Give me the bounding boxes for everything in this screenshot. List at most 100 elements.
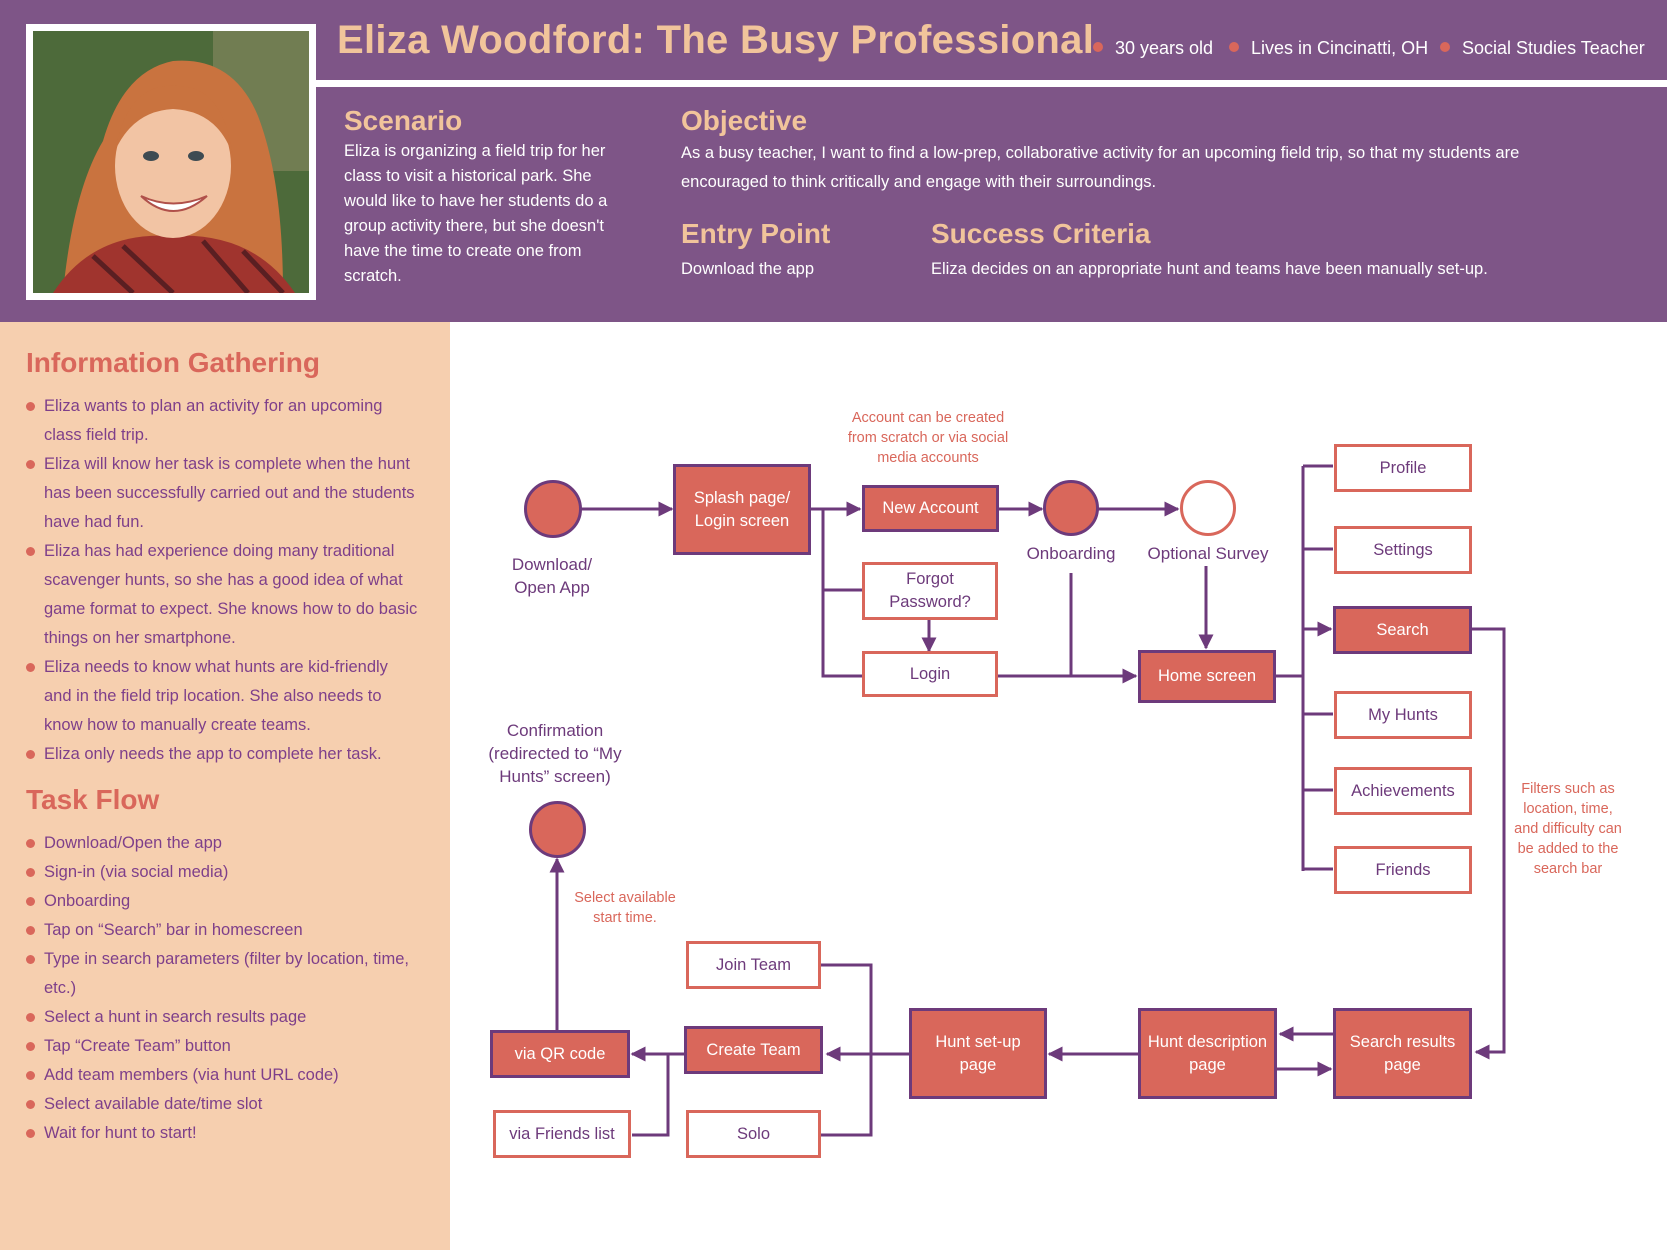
list-item-line: Eliza will know her task is complete whe… xyxy=(44,455,410,473)
scenario-line: class to visit a historical park. She xyxy=(344,167,592,185)
note-line: start time. xyxy=(593,910,657,926)
task-flow-item: Wait for hunt to start! xyxy=(26,1119,436,1148)
box-label: My Hunts xyxy=(1368,705,1438,724)
optional-survey-node xyxy=(1180,480,1236,536)
solo-box[interactable]: Solo xyxy=(686,1110,821,1158)
bullet-dot xyxy=(1440,42,1450,53)
list-item-line: Type in search parameters (filter by loc… xyxy=(44,950,409,968)
box-line: page xyxy=(1384,1055,1421,1074)
list-item-line: Eliza has had experience doing many trad… xyxy=(44,542,395,560)
list-item-line: have had fun. xyxy=(44,513,144,531)
box-label: Friends xyxy=(1375,860,1431,879)
list-item-line: Select available date/time slot xyxy=(44,1095,263,1113)
filters-note: Filters such as location, time, and diff… xyxy=(1508,779,1628,879)
friends-box[interactable]: Friends xyxy=(1334,846,1472,894)
entry-point-text: Download the app xyxy=(681,260,815,278)
via-friends-list-box[interactable]: via Friends list xyxy=(493,1110,631,1158)
list-item-line: has been successfully carried out and th… xyxy=(44,484,415,502)
box-label: Login xyxy=(909,664,951,683)
task-flow-item: Download/Open the app xyxy=(26,829,436,858)
information-gathering-item: Eliza wants to plan an activity for an u… xyxy=(26,392,436,450)
scenario-line: group activity there, but she doesn't xyxy=(344,217,604,235)
task-flow-item: Tap on “Search” bar in homescreen xyxy=(26,916,436,945)
objective-line: encouraged to think critically and engag… xyxy=(681,173,1157,191)
box-label: Profile xyxy=(1379,458,1427,477)
persona-photo xyxy=(33,31,309,293)
task-flow-item: Add team members (via hunt URL code) xyxy=(26,1061,436,1090)
box-label: Achievements xyxy=(1351,781,1455,800)
my-hunts-box[interactable]: My Hunts xyxy=(1334,691,1472,739)
information-gathering-item: Eliza has had experience doing many trad… xyxy=(26,537,436,653)
box-line: page xyxy=(1189,1055,1226,1074)
list-item-line: Tap “Create Team” button xyxy=(44,1037,231,1055)
line-friends-createteam xyxy=(632,1054,670,1137)
box-line: Login screen xyxy=(694,511,790,530)
login-box[interactable]: Login xyxy=(862,651,998,697)
confirmation-label: Confirmation (redirected to “My Hunts” s… xyxy=(472,719,638,788)
splash-login-box[interactable]: Splash page/Login screen xyxy=(673,464,811,555)
list-item-line: know how to manually create teams. xyxy=(44,716,311,734)
settings-box[interactable]: Settings xyxy=(1334,526,1472,574)
bracket-team-options xyxy=(821,963,873,1137)
note-line: location, time, xyxy=(1523,801,1613,817)
box-line: page xyxy=(959,1055,997,1074)
box-line: Hunt set-up xyxy=(935,1032,1021,1051)
box-line: Forgot xyxy=(906,570,954,588)
success-criteria-heading: Success Criteria xyxy=(931,218,1151,249)
label-line: Download/ xyxy=(511,555,593,574)
scenario-line: Eliza is organizing a field trip for her xyxy=(344,142,606,160)
box-line: Search results xyxy=(1349,1032,1456,1051)
header-divider xyxy=(300,80,1667,87)
note-line: Account can be created xyxy=(851,410,1005,426)
hunt-setup-box[interactable]: Hunt set-up page xyxy=(909,1008,1047,1099)
task-flow-item: Sign-in (via social media) xyxy=(26,858,436,887)
task-flow-item: Select available date/time slot xyxy=(26,1090,436,1119)
box-label: Join Team xyxy=(716,955,791,974)
home-screen-box[interactable]: Home screen xyxy=(1138,650,1276,703)
meta-occupation: Social Studies Teacher xyxy=(1440,38,1645,59)
box-label: Settings xyxy=(1373,540,1433,559)
objective-heading: Objective xyxy=(681,105,808,136)
note-line: be added to the xyxy=(1517,841,1619,857)
achievements-box[interactable]: Achievements xyxy=(1334,767,1472,815)
box-label: New Account xyxy=(882,499,979,517)
list-item-line: Download/Open the app xyxy=(44,834,222,852)
box-line: Hunt description xyxy=(1147,1032,1268,1051)
box-label: Home screen xyxy=(1157,667,1257,685)
list-item-line: Sign-in (via social media) xyxy=(44,863,229,881)
meta-location-text: Lives in Cincinatti, OH xyxy=(1251,38,1429,58)
information-gathering-item: Eliza only needs the app to complete her… xyxy=(26,740,436,769)
line-splash-login xyxy=(821,590,862,678)
hunt-description-box[interactable]: Hunt description page xyxy=(1138,1008,1277,1099)
list-item-line: scavenger hunts, so she has a good idea … xyxy=(44,571,403,589)
information-gathering-list: Eliza wants to plan an activity for an u… xyxy=(26,392,436,769)
create-team-box[interactable]: Create Team xyxy=(684,1026,823,1074)
join-team-box[interactable]: Join Team xyxy=(686,941,821,989)
new-account-box[interactable]: New Account xyxy=(862,485,999,532)
search-results-box[interactable]: Search results page xyxy=(1333,1008,1472,1099)
list-item-line: Wait for hunt to start! xyxy=(44,1124,197,1142)
confirmation-node xyxy=(529,801,586,858)
list-item-line: and in the field trip location. She also… xyxy=(44,687,382,705)
optional-survey-label: Optional Survey xyxy=(1147,544,1269,563)
objective-text: As a busy teacher, I want to find a low-… xyxy=(681,139,1641,197)
persona-title: Eliza Woodford: The Busy Professional xyxy=(337,18,1095,62)
bullet-dot xyxy=(1093,42,1103,53)
profile-box[interactable]: Profile xyxy=(1334,444,1472,492)
list-item-line: Eliza wants to plan an activity for an u… xyxy=(44,397,383,415)
note-line: search bar xyxy=(1533,861,1603,877)
via-qr-code-box[interactable]: via QR code xyxy=(490,1030,630,1078)
meta-age-text: 30 years old xyxy=(1115,38,1214,58)
scenario-line: would like to have her students do a xyxy=(344,192,608,210)
line-splash-forgot xyxy=(821,509,862,592)
success-criteria-text: Eliza decides on an appropriate hunt and… xyxy=(931,260,1488,278)
scenario-text: Eliza is organizing a field trip for her… xyxy=(344,139,644,289)
note-line: Select available xyxy=(574,890,676,906)
search-box[interactable]: Search xyxy=(1333,606,1472,654)
onboarding-node xyxy=(1043,480,1099,536)
list-item-line: Tap on “Search” bar in homescreen xyxy=(44,921,303,939)
list-item-line: things on her smartphone. xyxy=(44,629,236,647)
scenario-heading: Scenario xyxy=(344,105,463,136)
task-flow-item: Onboarding xyxy=(26,887,436,916)
